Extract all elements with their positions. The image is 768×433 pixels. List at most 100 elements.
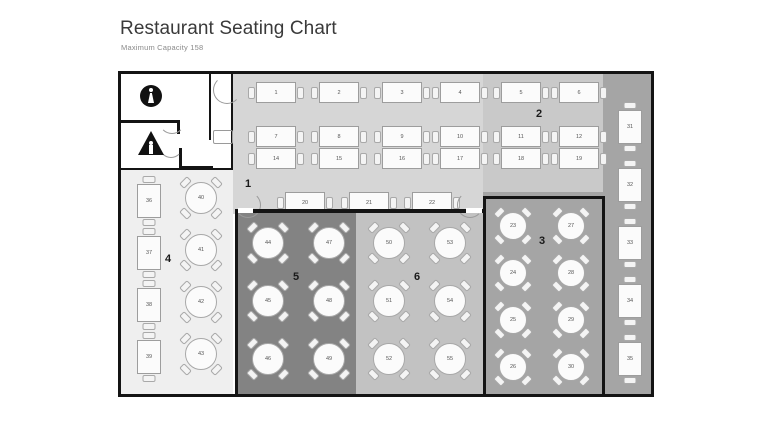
table-number: 36 [145, 198, 153, 204]
table-24[interactable]: 24 [493, 253, 533, 293]
table-55[interactable]: 55 [428, 337, 472, 381]
table-2[interactable]: 2 [311, 82, 367, 103]
table-number: 30 [567, 364, 575, 370]
table-30[interactable]: 30 [551, 347, 591, 387]
table-51[interactable]: 51 [367, 279, 411, 323]
table-number: 6 [577, 89, 581, 96]
restroom-entry-wall [179, 166, 213, 169]
table-number: 18 [517, 155, 525, 162]
table-27[interactable]: 27 [551, 206, 591, 246]
table-number: 41 [197, 247, 205, 253]
table-49[interactable]: 49 [307, 337, 351, 381]
table-number: 11 [518, 133, 524, 140]
table-41[interactable]: 41 [179, 228, 223, 272]
table-5[interactable]: 5 [493, 82, 549, 103]
table-number: 25 [509, 317, 517, 323]
table-number: 43 [197, 351, 205, 357]
table-number: 21 [365, 199, 373, 206]
table-18[interactable]: 18 [493, 148, 549, 169]
chair [341, 196, 348, 209]
table-53[interactable]: 53 [428, 221, 472, 265]
zone-56-top-wall [235, 209, 483, 213]
table-15[interactable]: 15 [311, 148, 367, 169]
table-21[interactable]: 21 [341, 192, 397, 213]
table-38[interactable]: 38 [137, 280, 161, 330]
chair [142, 323, 156, 330]
table-number: 37 [145, 250, 153, 256]
chair [600, 86, 607, 99]
zone-3-right-wall [602, 196, 605, 394]
table-6[interactable]: 6 [551, 82, 607, 103]
chair [297, 86, 304, 99]
door-arc-zone1-left [235, 192, 261, 218]
table-39[interactable]: 39 [137, 332, 161, 382]
table-32[interactable]: 32 [618, 160, 642, 210]
table-number: 55 [446, 356, 454, 362]
table-number: 54 [446, 298, 454, 304]
table-43[interactable]: 43 [179, 332, 223, 376]
table-47[interactable]: 47 [307, 221, 351, 265]
table-36[interactable]: 36 [137, 176, 161, 226]
chair [551, 130, 558, 143]
table-10[interactable]: 10 [432, 126, 488, 147]
chair [623, 218, 637, 225]
table-40[interactable]: 40 [179, 176, 223, 220]
chair [142, 375, 156, 382]
table-34[interactable]: 34 [618, 276, 642, 326]
table-26[interactable]: 26 [493, 347, 533, 387]
table-44[interactable]: 44 [246, 221, 290, 265]
chair [623, 334, 637, 341]
table-45[interactable]: 45 [246, 279, 290, 323]
table-25[interactable]: 25 [493, 300, 533, 340]
table-4[interactable]: 4 [432, 82, 488, 103]
table-28[interactable]: 28 [551, 253, 591, 293]
restroom-corridor-wall [209, 74, 211, 120]
chair [623, 319, 637, 326]
chair [623, 377, 637, 384]
table-14[interactable]: 14 [248, 148, 304, 169]
table-9[interactable]: 9 [374, 126, 430, 147]
table-number: 9 [400, 133, 404, 140]
chair [542, 152, 549, 165]
chair [311, 130, 318, 143]
table-54[interactable]: 54 [428, 279, 472, 323]
table-number: 10 [456, 133, 464, 140]
table-number: 26 [509, 364, 517, 370]
floorplan-canvas[interactable]: 1 2 3 4 7 8 [118, 71, 654, 397]
table-number: 39 [145, 354, 153, 360]
chair [432, 130, 439, 143]
table-number: 20 [301, 199, 309, 206]
table-48[interactable]: 48 [307, 279, 351, 323]
table-52[interactable]: 52 [367, 337, 411, 381]
table-17[interactable]: 17 [432, 148, 488, 169]
table-7[interactable]: 7 [248, 126, 304, 147]
table-50[interactable]: 50 [367, 221, 411, 265]
chair [277, 196, 284, 209]
table-19[interactable]: 19 [551, 148, 607, 169]
table-33[interactable]: 33 [618, 218, 642, 268]
table-11[interactable]: 11 [493, 126, 549, 147]
chair [142, 332, 156, 339]
chair [481, 130, 488, 143]
table-1[interactable]: 1 [248, 82, 304, 103]
table-37[interactable]: 37 [137, 228, 161, 278]
table-35[interactable]: 35 [618, 334, 642, 384]
chair [248, 86, 255, 99]
table-29[interactable]: 29 [551, 300, 591, 340]
chair [297, 152, 304, 165]
chair [142, 176, 156, 183]
chair [432, 86, 439, 99]
table-16[interactable]: 16 [374, 148, 430, 169]
table-23[interactable]: 23 [493, 206, 533, 246]
table-12[interactable]: 12 [551, 126, 607, 147]
table-number: 46 [264, 356, 272, 362]
table-31[interactable]: 31 [618, 102, 642, 152]
chair [542, 86, 549, 99]
table-8[interactable]: 8 [311, 126, 367, 147]
table-46[interactable]: 46 [246, 337, 290, 381]
restroom-divider-wall [121, 120, 179, 123]
table-20[interactable]: 20 [277, 192, 333, 213]
table-42[interactable]: 42 [179, 280, 223, 324]
table-3[interactable]: 3 [374, 82, 430, 103]
table-number: 32 [626, 182, 634, 188]
